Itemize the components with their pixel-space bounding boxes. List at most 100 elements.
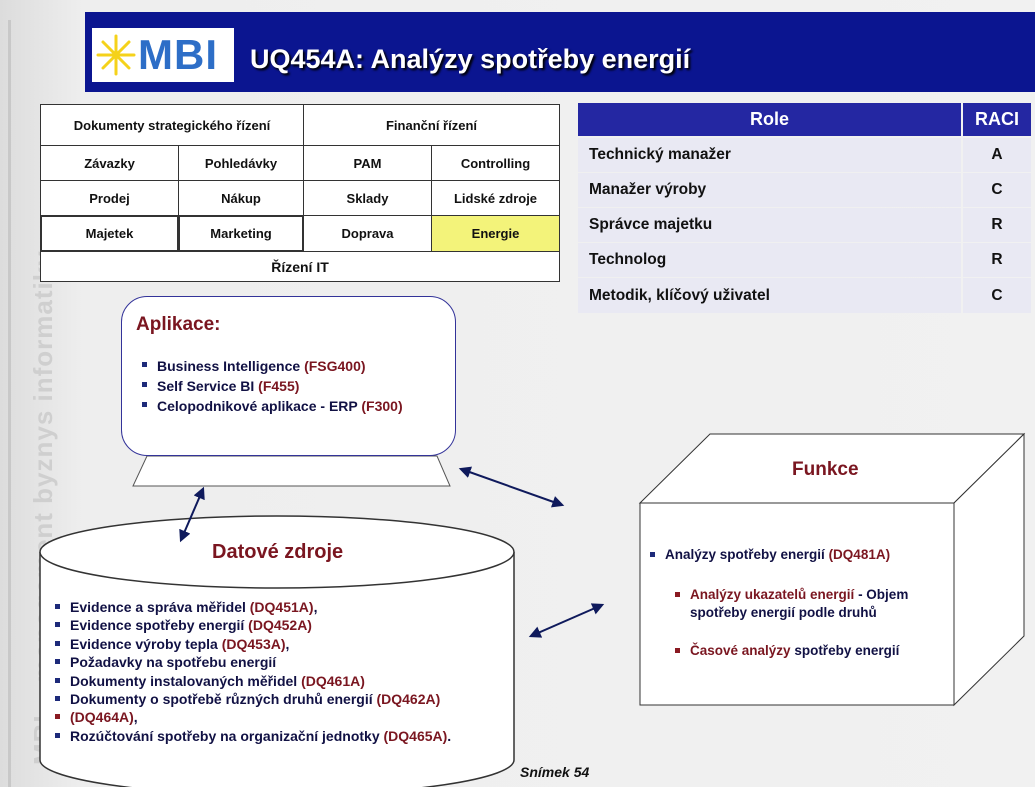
database-cylinder bbox=[39, 515, 515, 787]
functions-title: Funkce bbox=[792, 459, 859, 480]
bullet-icon bbox=[142, 402, 147, 407]
item-text: Rozúčtování spotřeby na organizační jedn… bbox=[70, 727, 384, 744]
bullet-icon bbox=[142, 362, 147, 367]
applications-list: Business Intelligence (FSG400) Self Serv… bbox=[140, 356, 403, 416]
bullet-icon bbox=[675, 592, 680, 597]
raci-row-value: A bbox=[963, 138, 1031, 172]
raci-row-value: R bbox=[963, 243, 1031, 277]
function-cube bbox=[638, 432, 1026, 707]
module-cell-financni-rizeni: Finanční řízení bbox=[303, 104, 560, 146]
raci-header-role: Role bbox=[578, 103, 961, 136]
item-text: Evidence spotřeby energií bbox=[70, 617, 249, 634]
arrow-data-to-function bbox=[528, 603, 605, 638]
item-code: (DQ451A) bbox=[249, 599, 314, 615]
module-cell-controlling: Controlling bbox=[431, 145, 560, 181]
sun-icon bbox=[96, 34, 136, 76]
module-cell-doprava: Doprava bbox=[303, 215, 432, 252]
bullet-icon bbox=[55, 732, 60, 738]
item-text: spotřeby energií bbox=[790, 643, 900, 658]
item-text: Požadavky na spotřebu energií bbox=[70, 654, 277, 671]
item-tail: , bbox=[133, 709, 138, 726]
slide-number: Snímek 54 bbox=[520, 764, 590, 780]
module-cell-energie: Energie bbox=[431, 215, 560, 252]
item-text: Celopodnikové aplikace - ERP bbox=[157, 398, 362, 414]
raci-row-value: C bbox=[963, 173, 1031, 207]
list-item: Analýzy spotřeby energií (DQ481A) bbox=[648, 546, 890, 564]
data-sources-list: Evidence a správa měřidel (DQ451A), Evid… bbox=[53, 598, 451, 745]
list-item: Evidence a správa měřidel (DQ451A), bbox=[53, 598, 451, 616]
list-item: Dokumenty o spotřebě různých druhů energ… bbox=[53, 690, 451, 708]
list-item: Evidence výroby tepla (DQ453A), bbox=[53, 635, 451, 653]
raci-row-role: Manažer výroby bbox=[578, 173, 961, 207]
bullet-icon bbox=[55, 659, 60, 665]
bullet-icon bbox=[55, 622, 60, 628]
item-code: (DQ452A) bbox=[248, 617, 312, 634]
list-item: Evidence spotřeby energií (DQ452A) bbox=[53, 616, 451, 634]
item-text: Business Intelligence bbox=[157, 358, 305, 374]
item-highlight: Časové analýzy bbox=[690, 643, 791, 658]
left-frame-line bbox=[8, 20, 11, 787]
bullet-icon bbox=[55, 604, 60, 609]
item-code: (DQ453A) bbox=[221, 635, 286, 652]
bullet-icon bbox=[142, 382, 147, 387]
item-code: (DQ481A) bbox=[828, 547, 891, 562]
list-item: Business Intelligence (FSG400) bbox=[140, 356, 403, 376]
monitor-stand bbox=[132, 455, 451, 487]
item-text: Evidence výroby tepla bbox=[70, 635, 222, 652]
functions-sub-list: Analýzy ukazatelů energií - Objem spotřeb… bbox=[673, 586, 908, 680]
raci-row-role: Technický manažer bbox=[578, 138, 961, 172]
bullet-icon bbox=[55, 640, 60, 646]
list-item: Požadavky na spotřebu energií bbox=[53, 653, 451, 671]
item-code: (DQ465A) bbox=[383, 727, 448, 744]
item-text: - Objem bbox=[854, 587, 909, 602]
item-text: Analýzy spotřeby energií bbox=[665, 547, 829, 562]
applications-title: Aplikace: bbox=[136, 314, 221, 335]
module-cell-pam: PAM bbox=[303, 145, 432, 181]
item-tail: . bbox=[447, 727, 452, 744]
item-highlight: Analýzy ukazatelů energií bbox=[690, 587, 855, 602]
header-bar bbox=[85, 12, 1035, 92]
item-code: (DQ462A) bbox=[376, 691, 441, 708]
page-title: UQ454A: Analýzy spotřeby energií bbox=[250, 44, 691, 74]
raci-row-role: Správce majetku bbox=[578, 208, 961, 242]
item-text: Dokumenty o spotřebě různých druhů energ… bbox=[70, 691, 377, 708]
module-cell-nakup: Nákup bbox=[178, 180, 304, 216]
item-tail: , bbox=[285, 635, 290, 652]
mbi-logo: MBI bbox=[92, 28, 234, 82]
item-code: (DQ464A) bbox=[70, 709, 134, 726]
list-item: (DQ464A), bbox=[53, 708, 451, 726]
item-text: Self Service BI bbox=[157, 378, 259, 394]
item-text-line2: spotřeby energií podle druhů bbox=[690, 605, 877, 620]
raci-header-raci: RACI bbox=[963, 103, 1031, 136]
module-cell-lidske-zdroje: Lidské zdroje bbox=[431, 180, 560, 216]
module-cell-rizeni-it: Řízení IT bbox=[40, 251, 560, 282]
list-item: Analýzy ukazatelů energií - Objem spotřeb… bbox=[673, 586, 908, 622]
bullet-icon bbox=[650, 552, 655, 557]
logo-text: MBI bbox=[138, 31, 218, 78]
bullet-icon bbox=[675, 648, 680, 653]
raci-row-value: R bbox=[963, 208, 1031, 242]
bullet-icon bbox=[55, 714, 60, 720]
list-item: Dokumenty instalovaných měřidel (DQ461A) bbox=[53, 672, 451, 690]
arrow-app-to-data bbox=[179, 486, 205, 543]
item-text: Evidence a správa měřidel bbox=[70, 599, 250, 615]
bullet-icon bbox=[55, 696, 60, 702]
item-code: (DQ461A) bbox=[301, 672, 365, 689]
item-code: (F455) bbox=[258, 378, 300, 394]
item-code: (FSG400) bbox=[304, 358, 366, 374]
item-tail: , bbox=[313, 599, 318, 615]
functions-main-list: Analýzy spotřeby energií (DQ481A) bbox=[648, 546, 890, 564]
arrow-app-to-function bbox=[458, 466, 565, 508]
list-item: Celopodnikové aplikace - ERP (F300) bbox=[140, 396, 403, 416]
data-sources-title: Datové zdroje bbox=[212, 541, 344, 563]
raci-row-value: C bbox=[963, 278, 1031, 313]
raci-row-role: Metodik, klíčový uživatel bbox=[578, 278, 961, 313]
applications-box bbox=[121, 296, 456, 456]
item-code: (F300) bbox=[361, 398, 403, 414]
raci-row-role: Technolog bbox=[578, 243, 961, 277]
item-text: Dokumenty instalovaných měřidel bbox=[70, 672, 302, 689]
bullet-icon bbox=[55, 677, 60, 683]
list-item: Self Service BI (F455) bbox=[140, 376, 403, 396]
list-item: Rozúčtování spotřeby na organizační jedn… bbox=[53, 727, 451, 745]
